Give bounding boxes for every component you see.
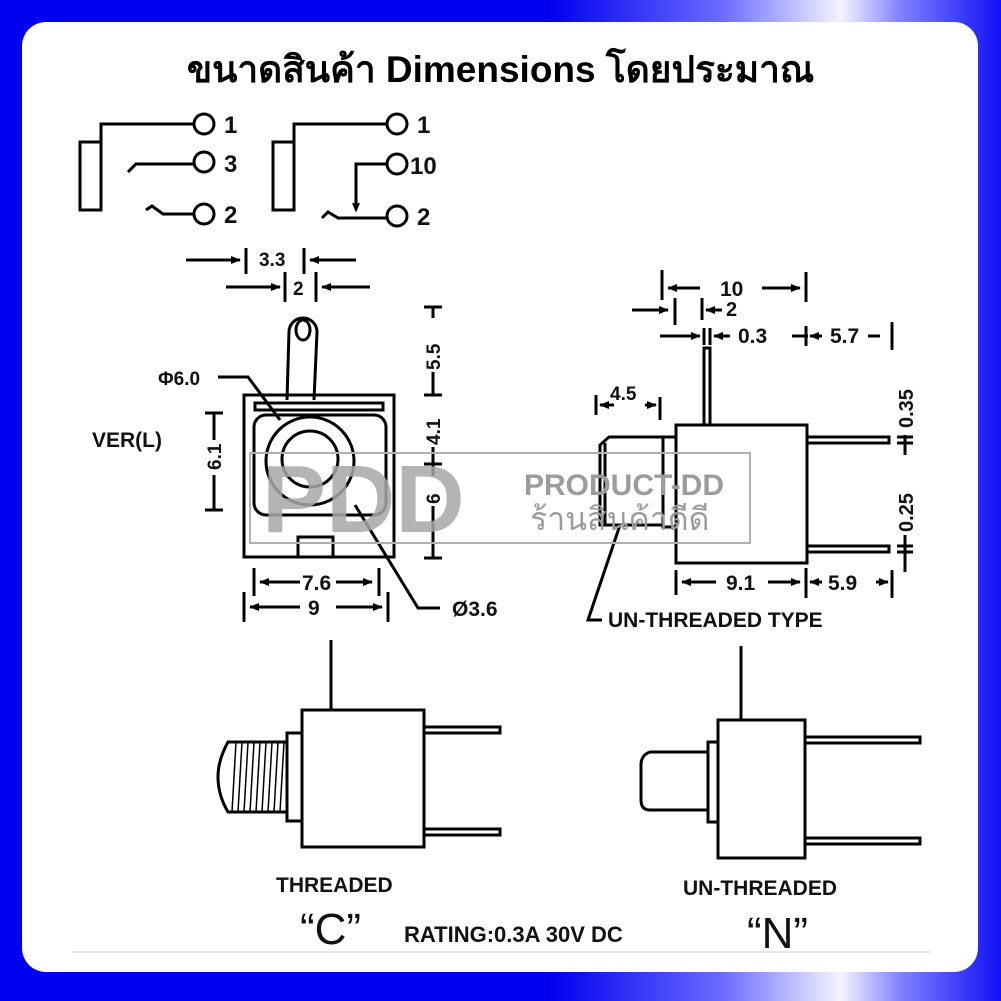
svg-text:5.9: 5.9 <box>828 572 857 595</box>
svg-text:“C”: “C” <box>300 905 361 954</box>
svg-text:Ø3.6: Ø3.6 <box>452 598 498 621</box>
svg-text:UN-THREADED: UN-THREADED <box>683 877 837 900</box>
svg-text:9: 9 <box>308 597 320 620</box>
svg-text:4.1: 4.1 <box>424 418 445 445</box>
schematic-b: 1 10 2 <box>271 112 437 231</box>
svg-text:4.5: 4.5 <box>610 384 637 405</box>
pin-label: 2 <box>224 202 237 229</box>
rating-label: RATING:0.3A 30V DC <box>404 922 623 947</box>
svg-text:3.3: 3.3 <box>259 250 285 271</box>
watermark-logo: PDD <box>262 446 465 553</box>
svg-text:6.1: 6.1 <box>205 443 226 470</box>
pin-label: 10 <box>410 153 437 180</box>
watermark-brand: PRODUCT-DD <box>524 469 724 502</box>
svg-text:VER(L): VER(L) <box>92 429 162 452</box>
content-panel <box>22 22 978 972</box>
svg-text:5.5: 5.5 <box>424 343 445 370</box>
pin-label: 1 <box>224 112 237 139</box>
svg-text:0.25: 0.25 <box>896 493 918 532</box>
svg-text:Φ6.0: Φ6.0 <box>158 369 200 390</box>
watermark: PDD PRODUCT-DD ร้านสินค้าดีดี <box>249 446 751 553</box>
svg-text:9.1: 9.1 <box>726 572 756 595</box>
svg-text:7.6: 7.6 <box>302 572 331 595</box>
svg-text:0.35: 0.35 <box>896 389 918 428</box>
svg-text:0.3: 0.3 <box>738 325 767 348</box>
pin-label: 2 <box>417 204 430 231</box>
pin-label: 3 <box>224 151 237 178</box>
svg-text:“N”: “N” <box>747 909 808 958</box>
watermark-thai: ร้านสินค้าดีดี <box>530 500 709 538</box>
front-view: 3.3 2 Φ6.0 VER(L) 6.1 5.5 4.1 6 <box>92 248 498 622</box>
svg-text:2: 2 <box>293 279 304 300</box>
side-view: 10 2 0.3 5.7 4.5 <box>585 270 918 632</box>
svg-text:UN-THREADED TYPE: UN-THREADED TYPE <box>608 609 823 632</box>
svg-text:5.7: 5.7 <box>830 325 859 348</box>
svg-text:10: 10 <box>720 278 743 301</box>
pin-label: 1 <box>417 112 430 139</box>
schematic-a: 1 3 2 <box>78 112 237 229</box>
unthreaded-variant: UN-THREADED “N” <box>639 646 922 958</box>
page-title: ขนาดสินค้า Dimensions โดยประมาณ <box>186 49 815 90</box>
svg-text:6: 6 <box>424 493 445 504</box>
svg-text:2: 2 <box>726 299 737 321</box>
svg-text:THREADED: THREADED <box>276 874 393 897</box>
threaded-variant: THREADED “C” <box>216 640 502 954</box>
